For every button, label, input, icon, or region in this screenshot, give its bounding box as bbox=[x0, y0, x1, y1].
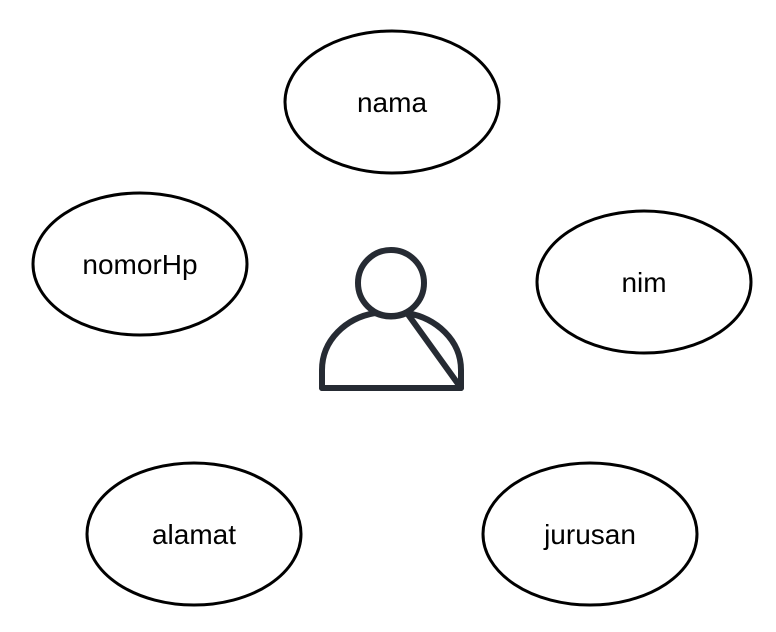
user-icon[interactable] bbox=[319, 247, 464, 391]
attribute-nomorhp[interactable]: nomorHp bbox=[31, 191, 249, 337]
attribute-nim-ellipse bbox=[535, 209, 753, 355]
attribute-alamat[interactable]: alamat bbox=[85, 461, 303, 607]
attribute-alamat-ellipse bbox=[85, 461, 303, 607]
attribute-nama-label: nama bbox=[357, 87, 427, 118]
attribute-alamat-label: alamat bbox=[152, 519, 236, 550]
attribute-jurusan-label: jurusan bbox=[543, 519, 636, 550]
attribute-jurusan-ellipse bbox=[481, 461, 699, 607]
attribute-nomorhp-label: nomorHp bbox=[82, 249, 197, 280]
attribute-jurusan[interactable]: jurusan bbox=[481, 461, 699, 607]
user-icon-head bbox=[355, 247, 427, 319]
user-icon-body-sides bbox=[319, 310, 464, 391]
attribute-nama-ellipse bbox=[283, 29, 501, 175]
user-icon-neck bbox=[372, 310, 410, 320]
attribute-nim-label: nim bbox=[621, 267, 666, 298]
attribute-nim[interactable]: nim bbox=[535, 209, 753, 355]
attribute-nomorhp-ellipse bbox=[31, 191, 249, 337]
attribute-nama[interactable]: nama bbox=[283, 29, 501, 175]
